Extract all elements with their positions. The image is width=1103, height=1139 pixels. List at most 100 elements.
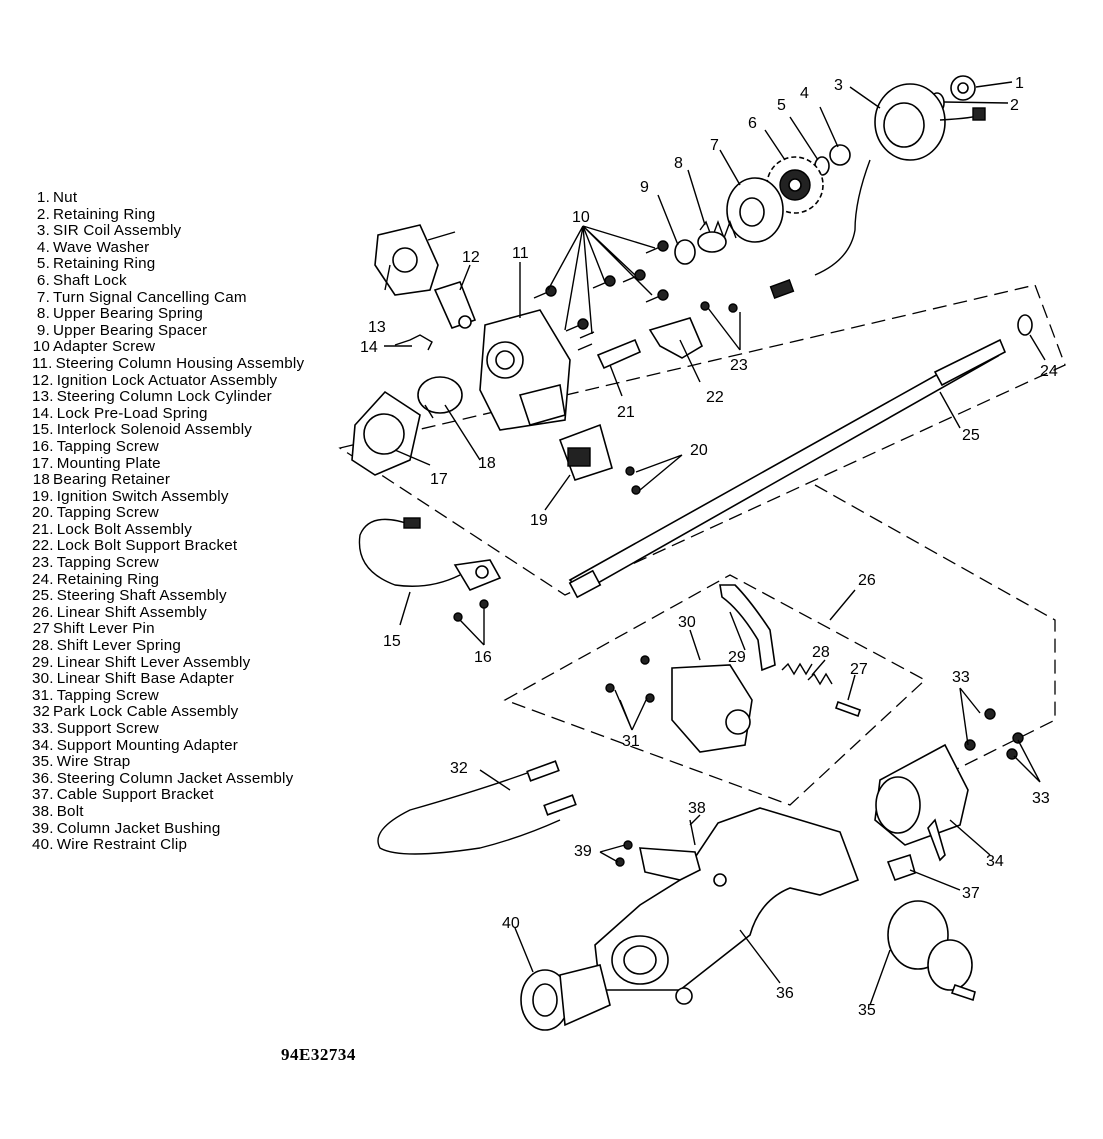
- park-lock-cable-part: [377, 760, 577, 855]
- legend-item-number: 6.: [36, 271, 50, 289]
- callout-18: 18: [478, 455, 496, 472]
- tapping-screws-20: [625, 466, 641, 495]
- legend-item: 17.Mounting Plate: [32, 454, 304, 473]
- legend-item-label: Lock Bolt Support Bracket: [56, 537, 238, 555]
- legend-item-number: 36.: [32, 769, 54, 787]
- legend-item-label: Cable Support Bracket: [56, 786, 214, 804]
- pre-load-spring-part: [394, 334, 433, 351]
- legend-item: 31.Tapping Screw: [32, 687, 304, 705]
- callout-24: 24: [1040, 363, 1058, 380]
- bearing-spacer-part: [674, 239, 696, 265]
- callout-27: 27: [850, 661, 868, 678]
- legend-item: 35.Wire Strap: [32, 753, 304, 771]
- legend-item-label: Ignition Lock Actuator Assembly: [56, 371, 278, 389]
- tapping-screws-23: [700, 301, 738, 313]
- column-jacket-part: [594, 807, 860, 1005]
- legend-item-label: Shift Lever Spring: [56, 637, 182, 655]
- callout-4: 4: [800, 85, 809, 102]
- callout-labels: 1 2 3 4 5 6 7 8 9 10 11 12 13 14 15 16 1…: [360, 75, 1058, 1019]
- legend-item: 25.Steering Shaft Assembly: [32, 587, 304, 605]
- callout-16: 16: [474, 649, 492, 666]
- legend-item: 9.Upper Bearing Spacer: [32, 321, 304, 340]
- legend-item-number: 28.: [32, 637, 54, 655]
- legend-item-label: Upper Bearing Spring: [53, 305, 204, 323]
- support-screws-33: [964, 708, 1024, 760]
- shaft-group-outline: [338, 284, 1066, 596]
- legend-item-number: 32: [32, 703, 50, 721]
- shift-lever-spring-part: [781, 662, 813, 676]
- lock-actuator-part: [433, 281, 477, 329]
- callout-8: 8: [674, 155, 683, 172]
- legend-item-label: Lock Bolt Assembly: [56, 520, 192, 538]
- sir-coil-part: [769, 83, 986, 299]
- bushing-screws-39: [615, 840, 633, 867]
- legend-item-number: 2.: [36, 205, 50, 223]
- legend-item-number: 35.: [32, 753, 54, 771]
- legend-item-label: Tapping Screw: [56, 437, 159, 455]
- callout-36: 36: [776, 985, 794, 1002]
- legend-item: 22.Lock Bolt Support Bracket: [32, 538, 304, 555]
- lock-cylinder-part: [374, 224, 456, 296]
- callout-31: 31: [622, 733, 640, 750]
- tapping-screws-31: [605, 655, 655, 703]
- callout-26: 26: [858, 572, 876, 589]
- legend-item: 19.Ignition Switch Assembly: [32, 487, 304, 506]
- callout-1: 1: [1015, 75, 1024, 92]
- upper-bearing-spring-part: [697, 220, 737, 253]
- legend-item-label: SIR Coil Assembly: [53, 222, 182, 240]
- legend-item: 1.Nut: [32, 189, 304, 207]
- callout-15: 15: [383, 633, 401, 650]
- legend-item-number: 11.: [32, 354, 53, 372]
- callout-9: 9: [640, 179, 649, 196]
- legend-item-label: Adapter Screw: [53, 338, 156, 356]
- callout-21: 21: [617, 404, 635, 421]
- legend-item: 26.Linear Shift Assembly: [32, 603, 304, 622]
- legend-item-label: Retaining Ring: [53, 255, 156, 273]
- callout-12: 12: [462, 249, 480, 266]
- legend-item-label: Steering Column Housing Assembly: [55, 354, 305, 372]
- wire-restraint-clip-part: [520, 964, 611, 1031]
- callout-33a: 33: [952, 669, 970, 686]
- legend-item-number: 16.: [32, 437, 54, 455]
- legend-item-number: 1.: [36, 189, 50, 206]
- legend-item: 28.Shift Lever Spring: [32, 637, 304, 655]
- legend-item-number: 20.: [32, 504, 54, 522]
- wire-strap-part: [887, 900, 976, 1002]
- legend-item-label: Linear Shift Lever Assembly: [56, 653, 251, 671]
- legend-item: 11.Steering Column Housing Assembly: [32, 354, 305, 373]
- legend-item-number: 21.: [32, 520, 54, 538]
- legend-item-label: Linear Shift Assembly: [56, 603, 207, 621]
- column-housing-part: [479, 309, 571, 431]
- legend-item-number: 30.: [32, 670, 54, 688]
- legend-item: 8.Upper Bearing Spring: [32, 305, 304, 323]
- legend-item-label: Shift Lever Pin: [53, 620, 155, 638]
- legend-item: 29.Linear Shift Lever Assembly: [32, 653, 304, 672]
- wave-washer-part: [829, 144, 851, 166]
- legend-item-label: Ignition Switch Assembly: [56, 487, 229, 505]
- legend-item-number: 34.: [32, 736, 54, 754]
- legend-item: 13.Steering Column Lock Cylinder: [32, 388, 304, 406]
- legend-item: 14.Lock Pre-Load Spring: [32, 405, 304, 423]
- legend-item: 5.Retaining Ring: [32, 256, 304, 273]
- legend-item-number: 17.: [32, 454, 54, 472]
- callout-35: 35: [858, 1002, 876, 1019]
- legend-item-label: Turn Signal Cancelling Cam: [53, 288, 247, 306]
- legend-item-label: Upper Bearing Spacer: [53, 321, 208, 339]
- legend-item-number: 39.: [32, 819, 54, 837]
- legend-item-number: 40.: [32, 836, 54, 854]
- legend-item: 39.Column Jacket Bushing: [32, 819, 304, 838]
- callout-17: 17: [430, 471, 448, 488]
- callout-10: 10: [572, 209, 590, 226]
- bolt-part: [639, 819, 701, 881]
- retaining-ring-24-part: [1017, 314, 1033, 336]
- legend-item-label: Wire Strap: [56, 753, 131, 771]
- legend-item-label: Support Screw: [56, 720, 159, 737]
- callout-29: 29: [728, 649, 746, 666]
- legend-item-label: Bolt: [56, 802, 84, 820]
- legend-item-label: Retaining Ring: [53, 205, 156, 223]
- cancelling-cam-part: [726, 177, 784, 243]
- lock-bolt-part: [596, 338, 642, 370]
